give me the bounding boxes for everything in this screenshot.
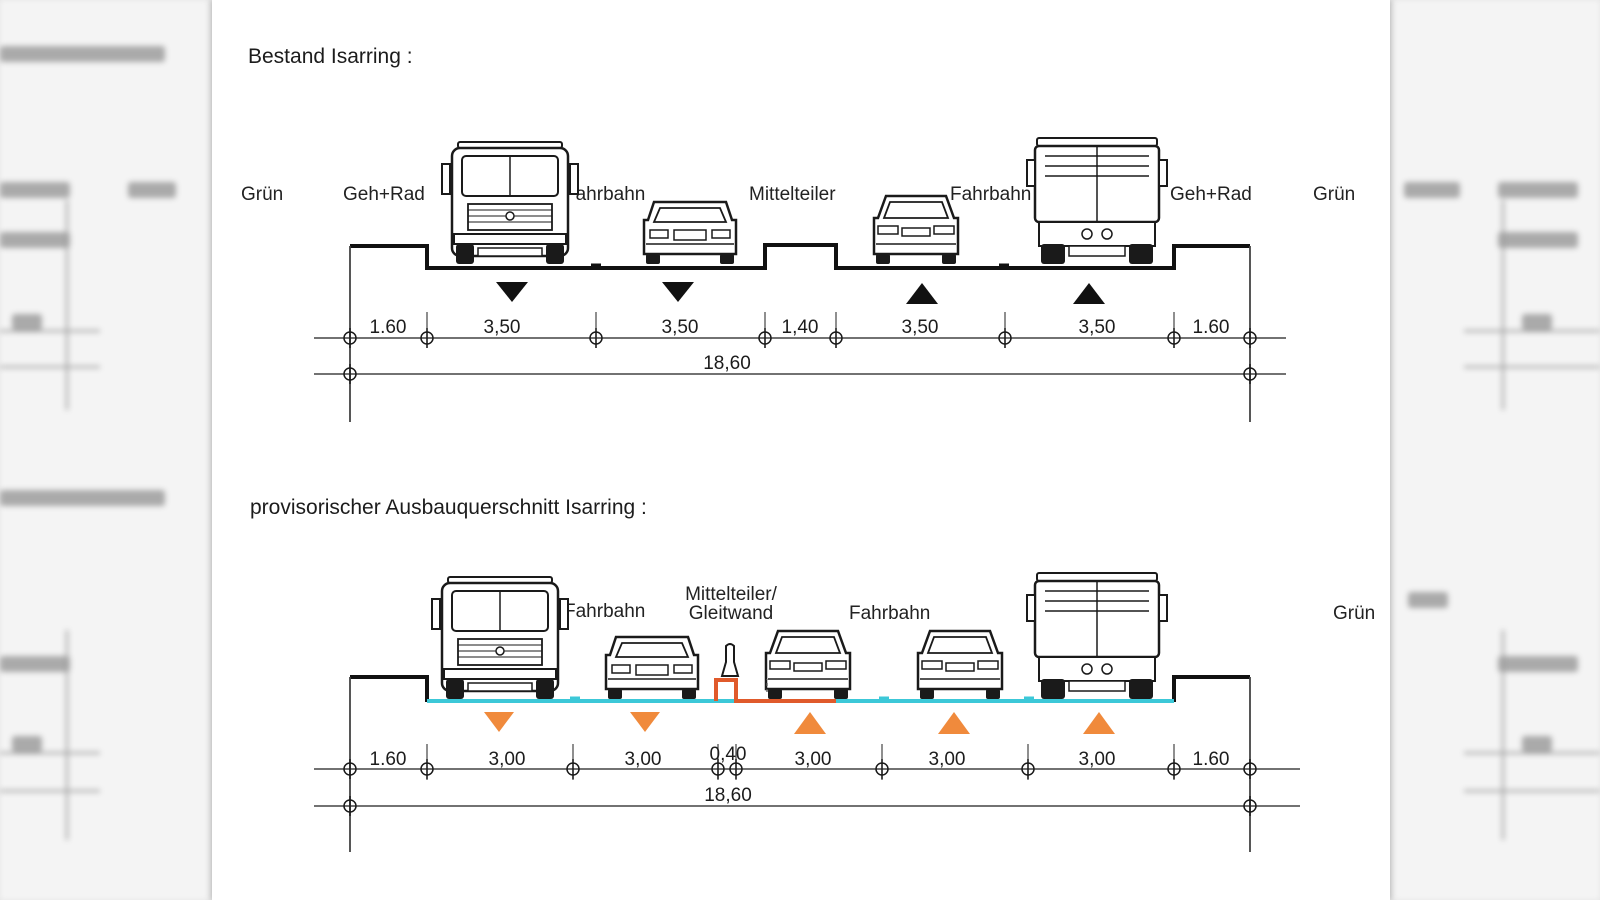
dim-lane-2-proposed: 3,00 xyxy=(625,749,662,770)
truck-rear-icon xyxy=(1025,136,1169,266)
label-walk-bike-left: Geh+Rad xyxy=(343,184,425,205)
blurred-background-left xyxy=(0,0,208,900)
blurred-background-right xyxy=(1394,0,1600,900)
dim-lane-1-proposed: 3,00 xyxy=(489,749,526,770)
direction-arrow-down-icon xyxy=(662,282,694,302)
direction-arrow-up-icon xyxy=(906,283,938,304)
proposed-section-title: provisorischer Ausbauquerschnitt Isarrin… xyxy=(250,496,647,519)
dim-median: 1,40 xyxy=(782,317,819,338)
dim-lane-3: 3,50 xyxy=(902,317,939,338)
dim-lane-3-proposed: 3,00 xyxy=(795,749,832,770)
direction-arrow-up-icon xyxy=(1073,283,1105,304)
dim-lane-5-proposed: 3,00 xyxy=(1079,749,1116,770)
proposed-road-profile-curbs xyxy=(350,675,429,702)
truck-rear-icon xyxy=(1025,571,1169,701)
cross-section-sheet xyxy=(212,0,1390,900)
car-front-icon xyxy=(642,200,738,266)
dim-lane-4-proposed: 3,00 xyxy=(929,749,966,770)
car-rear-icon xyxy=(764,629,852,701)
label-lane-left: Fahrbahn xyxy=(564,184,645,205)
direction-arrow-up-icon xyxy=(1083,712,1115,734)
dim-walk-bike-right-proposed: 1.60 xyxy=(1193,749,1230,770)
dim-lane-2: 3,50 xyxy=(662,317,699,338)
label-lane-right: Fahrbahn xyxy=(950,184,1031,205)
direction-arrow-up-icon xyxy=(794,712,826,734)
label-green-left: Grün xyxy=(241,184,283,205)
dim-lane-4: 3,50 xyxy=(1079,317,1116,338)
direction-arrow-down-icon xyxy=(484,712,514,732)
label-median: Mittelteiler xyxy=(749,184,836,205)
car-rear-icon xyxy=(872,194,960,266)
truck-front-icon xyxy=(430,575,570,701)
label-walk-bike-right: Geh+Rad xyxy=(1170,184,1252,205)
label-lane-right-proposed: Fahrbahn xyxy=(849,603,930,624)
label-median-barrier-line1: Mittelteiler/ xyxy=(685,584,778,605)
direction-arrow-up-icon xyxy=(938,712,970,734)
label-median-barrier-line2: Gleitwand xyxy=(689,603,774,624)
direction-arrow-down-icon xyxy=(496,282,528,302)
dim-lane-1: 3,50 xyxy=(484,317,521,338)
direction-arrow-down-icon xyxy=(630,712,660,732)
existing-section-title: Bestand Isarring : xyxy=(248,45,413,68)
dim-total: 18,60 xyxy=(703,353,751,374)
dim-median-barrier: 0,40 xyxy=(710,744,747,765)
car-front-icon xyxy=(604,635,700,701)
truck-front-icon xyxy=(440,140,580,266)
dim-total-proposed: 18,60 xyxy=(704,785,752,806)
dim-walk-bike-left: 1.60 xyxy=(370,317,407,338)
label-lane-left-proposed: Fahrbahn xyxy=(564,601,645,622)
new-barrier-profile xyxy=(714,678,836,703)
slip-barrier-icon xyxy=(720,643,740,677)
existing-road-profile xyxy=(350,243,1250,270)
dim-walk-bike-left-proposed: 1.60 xyxy=(370,749,407,770)
label-green-right-proposed: Grün xyxy=(1333,603,1375,624)
dim-walk-bike-right: 1.60 xyxy=(1193,317,1230,338)
label-green-right: Grün xyxy=(1313,184,1355,205)
car-rear-icon xyxy=(916,629,1004,701)
